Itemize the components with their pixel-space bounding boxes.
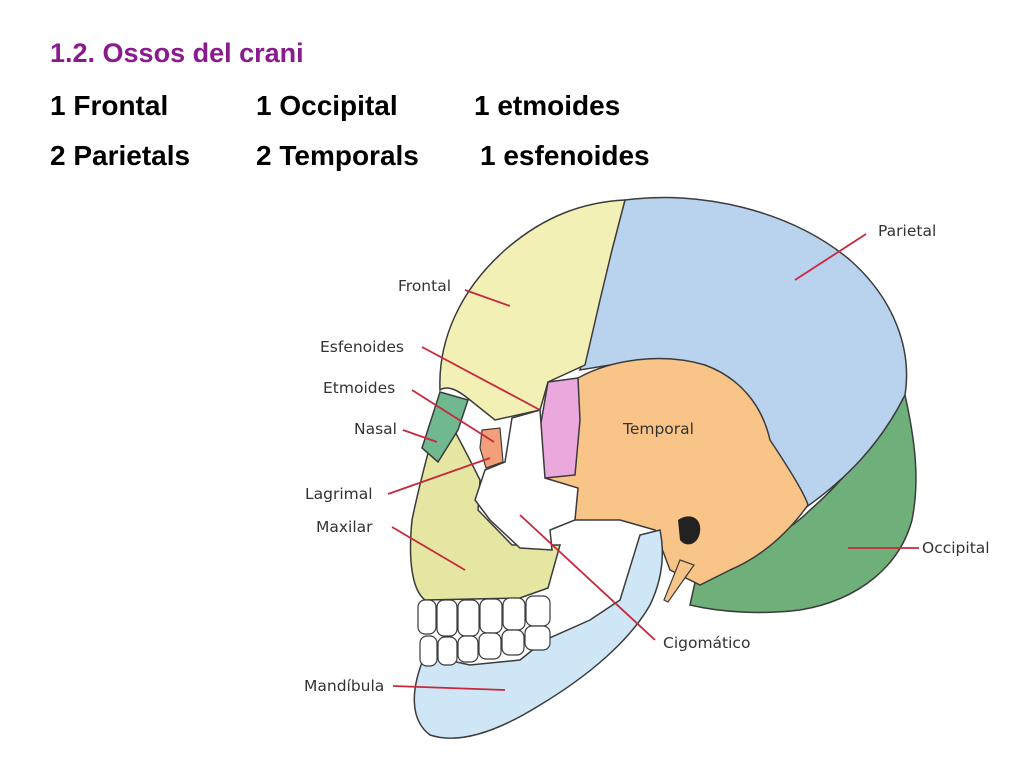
label-etmoides: Etmoides [323, 379, 395, 397]
leader-lines [387, 233, 919, 691]
maxilla-bone [409, 403, 561, 601]
temporal-bone [539, 357, 809, 586]
bone-count-etmoides: 1 etmoides [474, 90, 621, 121]
label-temporal: Temporal [622, 420, 694, 438]
bone-count-row-2: 2 Parietals 2 Temporals 1 esfenoides [50, 140, 750, 176]
label-parietal: Parietal [878, 222, 936, 240]
styloid-process [663, 559, 695, 603]
teeth [417, 595, 551, 667]
label-mandibula: Mandíbula [304, 677, 384, 695]
bone-count-temporals: 2 Temporals [256, 140, 419, 171]
bone-count-row-1: 1 Frontal 1 Occipital 1 etmoides [50, 90, 750, 126]
bone-count-frontal: 1 Frontal [50, 90, 169, 121]
bone-count-parietals: 2 Parietals [50, 140, 191, 171]
frontal-bone [439, 199, 626, 421]
ear-canal [678, 516, 701, 545]
lacrimal-bone [479, 427, 504, 469]
label-maxilar: Maxilar [316, 518, 373, 536]
bone-count-esfenoides: 1 esfenoides [480, 140, 650, 171]
label-cigomatico: Cigomático [663, 634, 750, 652]
slide-title: 1.2. Ossos del crani [50, 38, 304, 68]
label-occipital: Occipital [922, 539, 990, 557]
label-nasal: Nasal [354, 420, 397, 438]
label-frontal: Frontal [398, 277, 451, 295]
mandible-bone [413, 529, 664, 739]
zygomatic-bone [474, 409, 579, 551]
bone-count-occipital: 1 Occipital [256, 90, 398, 121]
label-esfenoides: Esfenoides [320, 338, 404, 356]
label-lagrimal: Lagrimal [305, 485, 373, 503]
